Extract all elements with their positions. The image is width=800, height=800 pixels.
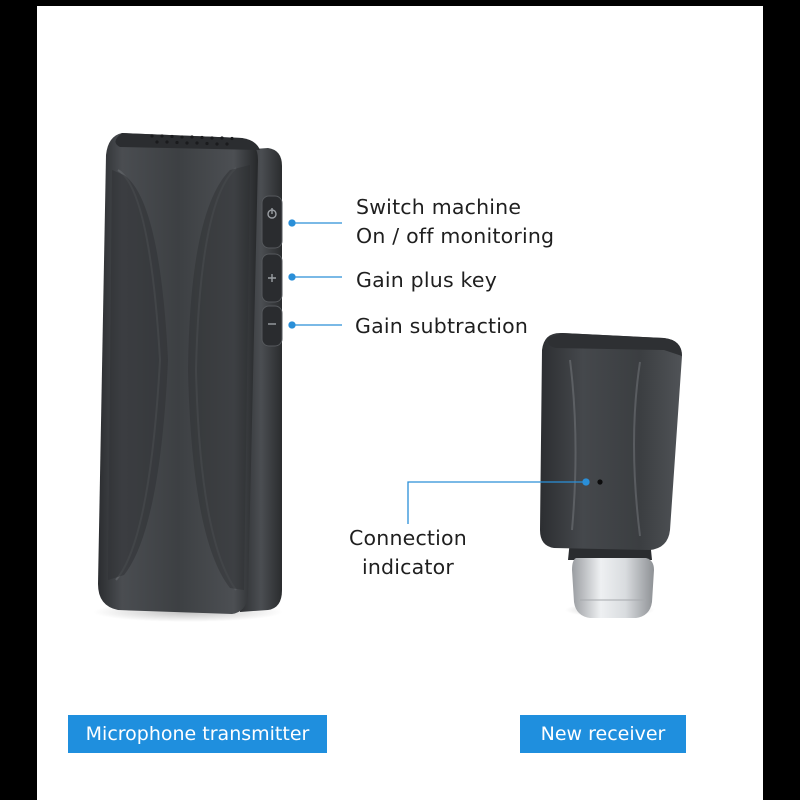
switch-callout-line1: Switch machine (356, 195, 522, 219)
switch-callout-line2: On / off monitoring (356, 224, 555, 248)
transmitter-callout-lines (288, 219, 342, 329)
gain-plus-callout: Gain plus key (356, 268, 498, 292)
gain-plus-button (261, 253, 283, 303)
gain-minus-callout: Gain subtraction (355, 314, 529, 338)
switch-callout: Switch machine On / off monitoring (356, 193, 554, 251)
microphone-grille (150, 134, 234, 146)
receiver (540, 332, 682, 618)
indicator-callout-line1: Connection (349, 526, 467, 550)
power-button (261, 195, 283, 249)
indicator-callout-line2: indicator (361, 555, 455, 579)
plus-icon (268, 274, 276, 282)
gain-minus-button (261, 305, 283, 347)
receiver-callout-line (407, 478, 590, 524)
transmitter-label: Microphone transmitter (68, 715, 327, 753)
receiver-label: New receiver (520, 715, 686, 753)
indicator-callout: Connection indicator (338, 524, 478, 582)
microphone-transmitter (93, 133, 283, 622)
connection-indicator-led (597, 479, 603, 485)
